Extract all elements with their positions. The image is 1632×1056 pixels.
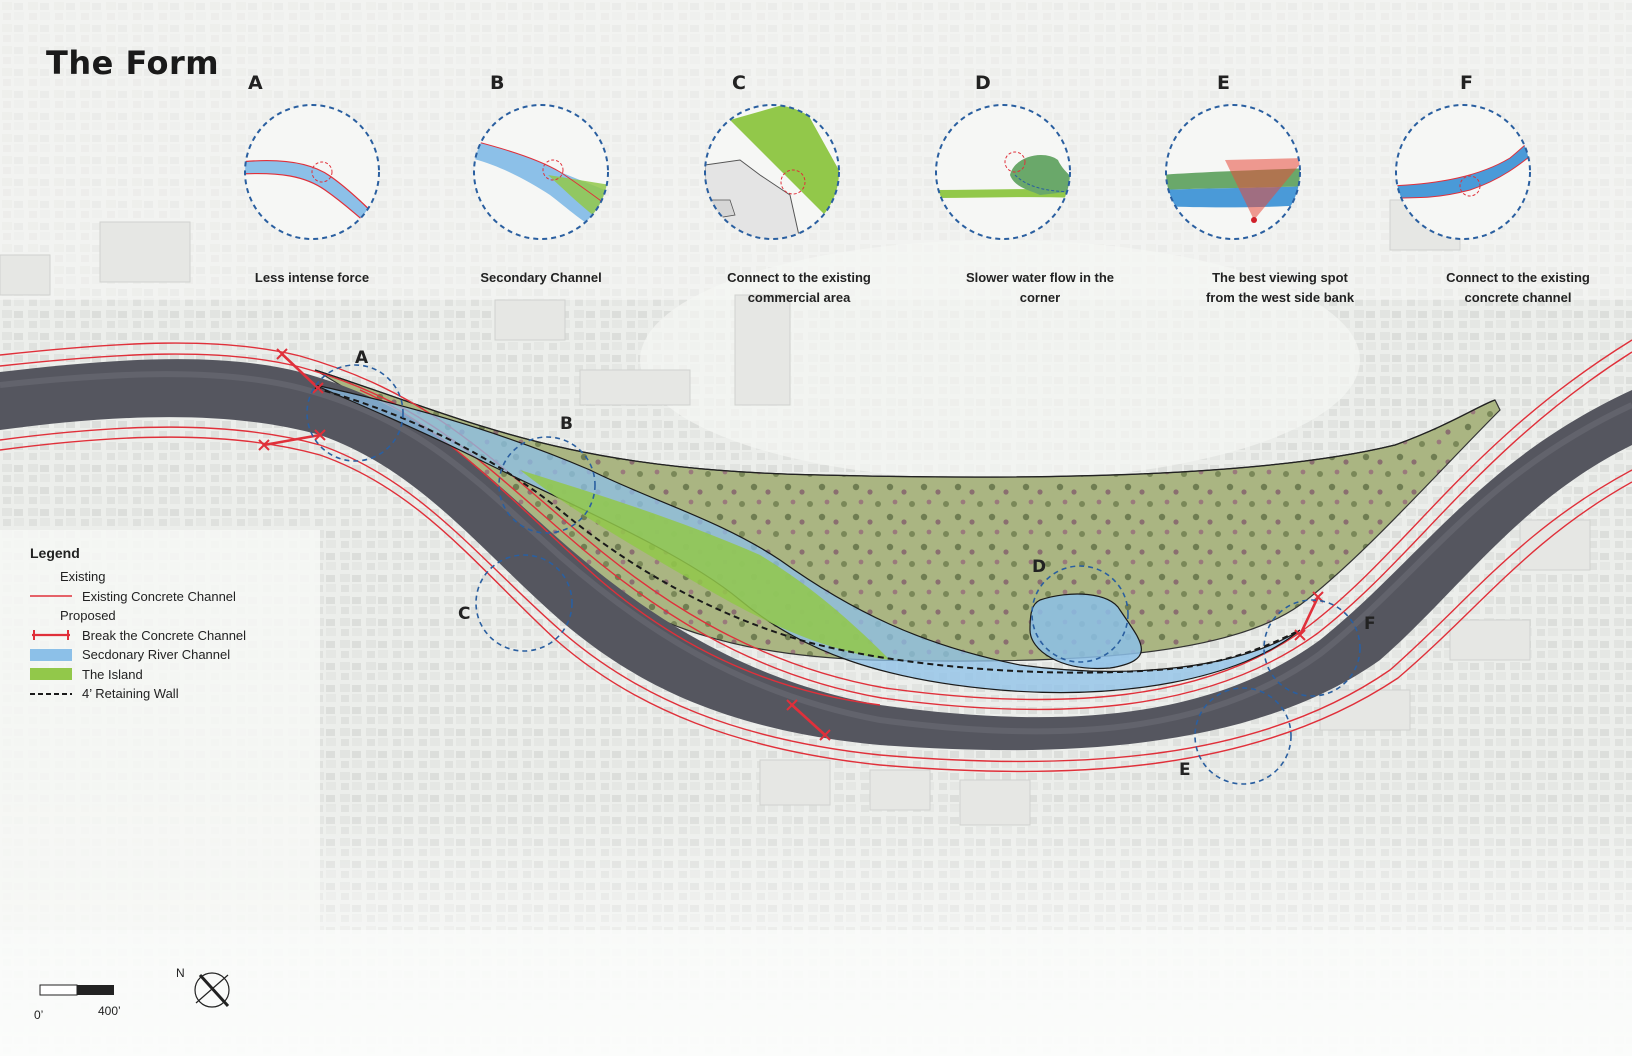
diagram-a-circle [244, 104, 380, 240]
legend-item-secondary-channel: Secdonary River Channel [30, 645, 300, 665]
diagram-d-letter: D [975, 72, 991, 94]
map-callout-e [1194, 687, 1292, 785]
diagram-c-letter: C [732, 72, 746, 94]
map-label-e: E [1179, 760, 1191, 780]
diagram-b-letter: B [490, 72, 505, 94]
diagram-e-letter: E [1217, 72, 1230, 94]
diagram-b-circle [473, 104, 609, 240]
diagram-a-letter: A [248, 72, 263, 94]
legend-item-retaining-wall: 4’ Retaining Wall [30, 684, 300, 704]
map-callout-d [1031, 565, 1129, 663]
map-callout-c [475, 554, 573, 652]
diagram-a-graphic [245, 105, 379, 239]
diagram-c-circle [704, 104, 840, 240]
existing-concrete-swatch [30, 590, 72, 602]
legend-existing-heading: Existing [60, 569, 106, 585]
scale-end-label: 400’ [98, 1004, 121, 1018]
existing-concrete-channel [0, 339, 1632, 773]
diagram-d-circle [935, 104, 1071, 240]
diagram-e-circle [1165, 104, 1301, 240]
page-title: The Form [46, 44, 220, 82]
north-arrow-icon [194, 972, 230, 1008]
map-label-f: F [1364, 614, 1376, 634]
map-callout-a [306, 364, 404, 462]
diagram-b-caption: Secondary Channel [480, 270, 602, 285]
diagram-c-graphic [705, 105, 839, 239]
scale-bar [39, 984, 114, 996]
legend-proposed-heading: Proposed [60, 608, 116, 624]
diagram-c-caption: Connect to the existing commercial area [727, 270, 871, 305]
diagram-a-caption: Less intense force [254, 270, 370, 285]
river-bed [0, 359, 1632, 751]
diagram-e-caption: The best viewing spot from the west side… [1205, 270, 1355, 305]
diagram-f-caption: Connect to the existing concrete channel [1446, 270, 1590, 305]
map-label-a: A [355, 348, 369, 368]
break-channel-swatch [30, 629, 72, 641]
legend-title: Legend [30, 545, 80, 561]
legend: Legend Existing Existing Concrete Channe… [30, 545, 300, 704]
legend-item-existing-concrete: Existing Concrete Channel [30, 587, 300, 607]
map-label-c: C [458, 604, 471, 624]
north-label: N [176, 966, 185, 980]
scale-start-label: 0’ [34, 1008, 44, 1022]
break-markers [263, 353, 1320, 736]
diagram-d-graphic [936, 105, 1070, 239]
diagram-f-letter: F [1460, 72, 1473, 94]
legend-item-island: The Island [30, 665, 300, 685]
diagram-d-caption: Slower water flow in the corner [965, 270, 1115, 305]
map-label-b: B [560, 414, 573, 434]
secondary-channel-swatch [30, 648, 72, 661]
diagram-f-graphic [1396, 105, 1530, 239]
legend-item-break-channel: Break the Concrete Channel [30, 626, 300, 646]
diagram-e-graphic [1166, 105, 1300, 239]
retaining-wall [314, 387, 1301, 674]
buildings [0, 199, 1591, 826]
map-callout-b [498, 436, 596, 534]
diagram-f-circle [1395, 104, 1531, 240]
map-callouts [306, 364, 1361, 785]
map-callout-f [1263, 599, 1361, 697]
map-label-d: D [1032, 557, 1047, 577]
retaining-wall-swatch [30, 688, 72, 700]
island-swatch [30, 668, 72, 681]
the-island [520, 470, 890, 660]
pond [1029, 593, 1142, 670]
diagram-b-graphic [474, 105, 608, 239]
